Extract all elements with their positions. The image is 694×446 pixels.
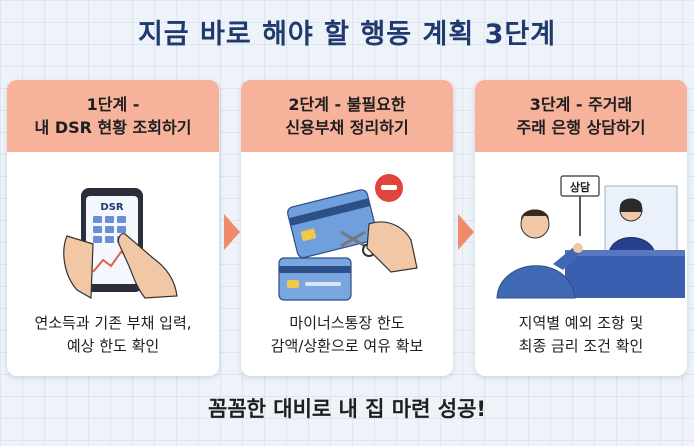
left-hand-icon bbox=[63, 235, 94, 300]
step-1-desc-line2: 예상 한도 확인 bbox=[66, 337, 160, 356]
step-2-desc-line2: 감액/상환으로 여유 확보 bbox=[270, 337, 424, 356]
step-3-desc-line2: 최종 금리 조건 확인 bbox=[518, 337, 644, 356]
consult-sign-label: 상담 bbox=[570, 180, 590, 194]
step-2-title-line2: 신용부채 정리하기 bbox=[285, 118, 409, 137]
calculator-keypad-icon bbox=[93, 216, 126, 243]
hand-icon bbox=[366, 221, 418, 273]
step-1-description: 연소득과 기존 부채 입력, 예상 한도 확인 bbox=[7, 312, 219, 359]
credit-card-cut-illustration bbox=[278, 174, 418, 301]
step-2-header: 2단계 - 불필요한 신용부채 정리하기 bbox=[241, 80, 453, 152]
step-1-header: 1단계 - 내 DSR 현황 조회하기 bbox=[7, 80, 219, 152]
step-2-title-line1: 2단계 - 불필요한 bbox=[288, 94, 406, 114]
step-arrow-1 bbox=[224, 214, 240, 250]
step-3-header: 3단계 - 주거래 주래 은행 상담하기 bbox=[475, 80, 687, 152]
step-3-description: 지역별 예외 조항 및 최종 금리 조건 확인 bbox=[475, 312, 687, 359]
bank-consultation-illustration: 상담 bbox=[496, 175, 685, 299]
footer-slogan: 꼼꼼한 대비로 내 집 마련 성공! bbox=[208, 397, 486, 421]
step-3-desc-line1: 지역별 예외 조항 및 bbox=[518, 314, 644, 332]
bank-counter bbox=[565, 254, 685, 298]
step-2-description: 마이너스통장 한도 감액/상환으로 여유 확보 bbox=[241, 312, 453, 359]
step-1-title-line2: 내 DSR 현황 조회하기 bbox=[34, 118, 192, 137]
step-1-title-line1: 1단계 - bbox=[86, 94, 140, 114]
step-1-card: 1단계 - 내 DSR 현황 조회하기 DSR 연소득과 기존 부채 입력, 예… bbox=[7, 80, 219, 376]
step-2-card: 2단계 - 불필요한 신용부채 정리하기 마이너스통장 한도 감액/상환 bbox=[241, 80, 453, 376]
phone-screen-label: DSR bbox=[100, 202, 124, 213]
credit-card-second-icon bbox=[278, 257, 352, 301]
step-3-title-line1: 3단계 - 주거래 bbox=[529, 94, 633, 114]
step-3-card: 3단계 - 주거래 주래 은행 상담하기 상담 지역별 예외 조항 및 최종 금… bbox=[475, 80, 687, 376]
phone-dsr-illustration: DSR bbox=[63, 188, 178, 300]
step-arrow-2 bbox=[458, 214, 474, 250]
credit-card-blue-icon bbox=[287, 189, 378, 259]
page-title: 지금 바로 해야 할 행동 계획 3단계 bbox=[137, 19, 557, 50]
step-1-desc-line1: 연소득과 기존 부채 입력, bbox=[34, 314, 192, 332]
customer-body bbox=[496, 265, 576, 299]
right-hand-icon bbox=[117, 233, 178, 299]
step-2-desc-line1: 마이너스통장 한도 bbox=[289, 314, 405, 332]
step-3-title-line2: 주래 은행 상담하기 bbox=[516, 118, 646, 137]
